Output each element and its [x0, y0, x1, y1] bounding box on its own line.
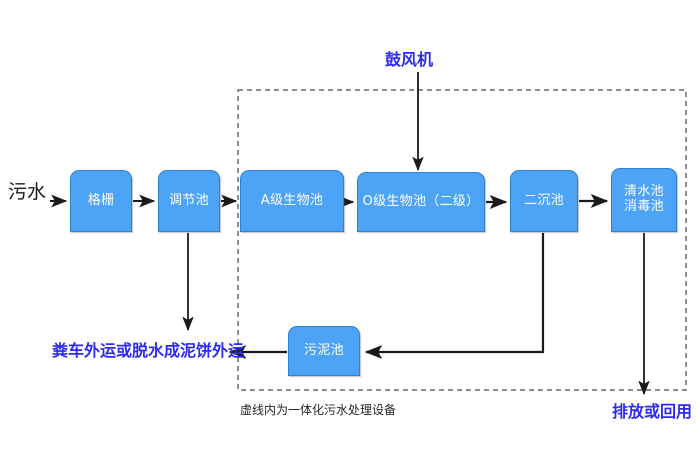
connector-secondary-sludge — [364, 233, 545, 360]
node-regulating-tank-label: 调节池 — [169, 192, 209, 208]
node-a-bio-tank[interactable]: A级生物池 — [240, 170, 344, 232]
node-a-bio-tank-label: A级生物池 — [260, 192, 324, 208]
node-clearwater-disinfection-tank[interactable]: 清水池 消毒池 — [611, 168, 677, 232]
node-clearwater-disinfection-tank-label: 清水池 消毒池 — [624, 184, 664, 214]
node-o-bio-tank-label: O级生物池（二级） — [362, 193, 480, 209]
label-sludge-disposal: 粪车外运或脱水成泥饼外运 — [52, 341, 245, 360]
label-influent: 污水 — [8, 181, 47, 203]
label-blower: 鼓风机 — [385, 50, 434, 69]
node-sludge-tank[interactable]: 污泥池 — [288, 326, 360, 376]
node-regulating-tank[interactable]: 调节池 — [158, 170, 220, 232]
node-secondary-clarifier-label: 二沉池 — [524, 192, 564, 208]
node-grid[interactable]: 格栅 — [70, 170, 132, 232]
node-o-bio-tank[interactable]: O级生物池（二级） — [357, 172, 485, 232]
node-sludge-tank-label: 污泥池 — [304, 342, 344, 358]
dashed-boundary — [237, 89, 687, 391]
node-grid-label: 格栅 — [87, 192, 115, 208]
label-discharge-or-reuse: 排放或回用 — [612, 402, 693, 421]
node-secondary-clarifier[interactable]: 二沉池 — [510, 170, 578, 232]
label-boundary-note: 虚线内为一体化污水处理设备 — [240, 403, 397, 417]
